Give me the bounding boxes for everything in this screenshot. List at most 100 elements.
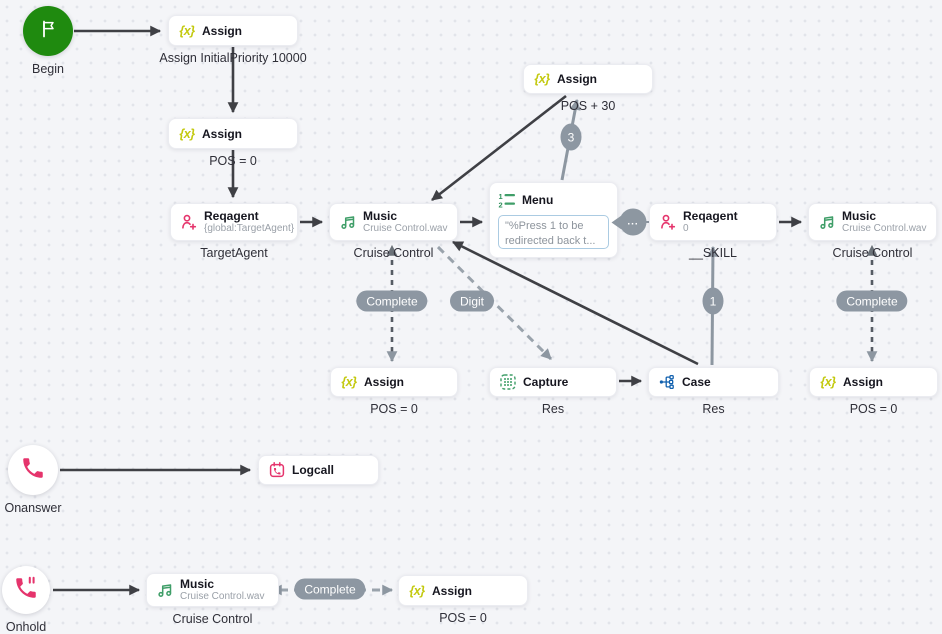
node-head: Capture [499,373,568,391]
node-case-res[interactable]: Case [648,367,779,397]
node-title: Logcall [292,463,335,477]
node-title: Assign [202,126,243,141]
edge-badge-complete-left[interactable]: Complete [356,290,428,312]
node-title: Reqagent [683,209,738,223]
edge-badge-menu-option-3[interactable]: 3 [560,123,582,151]
node-assign-pos0-bottom[interactable]: {x} Assign [398,575,528,606]
node-assign-pos0-right[interactable]: {x} Assign [809,367,938,397]
node-head: Reqagent{global:TargetAgent} [180,209,295,235]
node-caption-assign-pos0-left: POS = 0 [370,402,418,416]
node-caption-assign-pos0-right: POS = 0 [849,402,898,416]
node-title: Assign [202,23,243,38]
assign-icon: {x} [179,126,195,141]
flag-icon [38,18,59,44]
phone-hold-icon [13,575,39,606]
node-title: Assign [557,72,598,86]
event-caption-onanswer: Onanswer [4,501,62,515]
node-title: Case [682,375,711,389]
event-onhold[interactable] [2,566,50,614]
node-caption-assign-pos0-top: POS = 0 [209,154,257,168]
edge-music-digit-to-capture [436,245,553,361]
event-begin[interactable] [23,6,73,56]
menu-prompt-box[interactable]: "%Press 1 to be redirected back t... [498,215,609,249]
node-assign-pos0-left[interactable]: {x} Assign [330,367,458,397]
edge-badge-complete-bottom[interactable]: Complete [294,578,366,600]
node-assign-init[interactable]: {x} Assign [168,15,298,46]
music-icon [339,213,357,231]
menu-output-port[interactable]: ... [619,208,647,236]
node-logcall[interactable]: Logcall [258,455,379,485]
node-subtitle: Cruise Control.wav [363,223,448,234]
music-icon [818,213,836,231]
node-title: Music [180,577,215,591]
node-title: Reqagent [204,209,259,223]
assign-icon: {x} [179,23,195,38]
event-onanswer[interactable] [8,445,58,495]
node-subtitle: Cruise Control.wav [842,223,927,234]
node-caption-assign-pos0-bottom: POS = 0 [439,611,487,625]
node-subtitle: Cruise Control.wav [180,591,265,602]
node-head: {x} Assign [178,125,242,143]
node-reqagent-targetagent[interactable]: Reqagent{global:TargetAgent} [170,203,298,241]
node-head: {x} Assign [408,582,472,600]
assign-icon: {x} [534,72,550,86]
node-title: Assign [843,375,884,389]
node-caption-music-main: Cruise Control [353,246,434,260]
node-title: Menu [522,193,554,207]
node-caption-reqagent-skill: __SKILL [689,246,737,260]
node-title: Capture [523,375,569,389]
svg-text:1: 1 [499,192,503,201]
node-assign-pos0-top[interactable]: {x} Assign [168,118,298,149]
node-title: Music [842,209,877,223]
node-assign-pos30[interactable]: {x} Assign [523,64,653,94]
node-subtitle: 0 [683,223,689,234]
node-caption-case-res: Res [702,402,725,416]
edge-case-to-music [452,240,699,366]
node-head: Case [658,373,711,391]
node-head: Logcall [268,461,334,479]
node-caption-assign-pos30: POS + 30 [560,99,616,113]
node-subtitle: {global:TargetAgent} [204,223,295,234]
capture-icon [499,373,517,391]
node-head: {x} Assign [340,373,404,391]
assign-icon: {x} [341,375,357,389]
node-head: {x} Assign [533,70,597,88]
edge-assign-pos30-to-music [431,94,567,202]
node-head: {x} Assign [178,22,242,40]
phone-icon [20,455,46,486]
edge-badge-complete-right[interactable]: Complete [836,290,908,312]
assign-icon: {x} [820,375,836,389]
node-title: Music [363,209,398,223]
music-icon [156,581,174,599]
node-title: Assign [432,583,473,598]
edge-badge-digit[interactable]: Digit [449,290,495,312]
node-title: Assign [364,375,405,389]
event-caption-onhold: Onhold [5,620,47,634]
svg-text:2: 2 [499,200,503,209]
edge-badge-case-option-1[interactable]: 1 [702,287,724,315]
assign-icon: {x} [409,583,425,598]
node-caption-capture-res: Res [541,402,565,416]
menu-output-dots: ... [627,216,639,228]
event-caption-begin: Begin [32,62,64,76]
case-icon [658,373,676,391]
node-head: {x} Assign [819,373,883,391]
node-caption-music-right: Cruise Control [832,246,913,260]
node-capture-res[interactable]: Capture [489,367,617,397]
node-caption-assign-init: Assign InitialPriority 10000 [159,51,307,65]
reqagent-icon [659,213,677,231]
reqagent-icon [180,213,198,231]
